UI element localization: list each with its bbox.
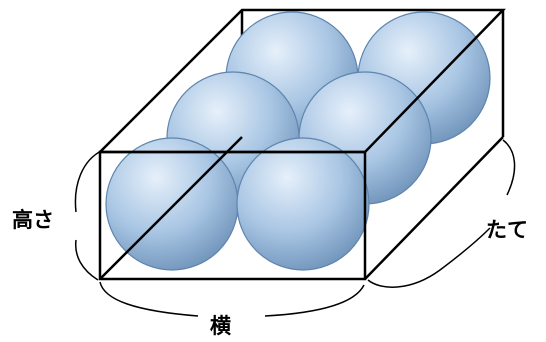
spheres [105, 11, 491, 271]
height-bracket [74, 149, 104, 281]
box-edge-left-bottom [99, 136, 243, 280]
box-edge-right-bottom [364, 136, 504, 280]
box-edges [96, 8, 506, 281]
height-label: 高さ [12, 208, 54, 232]
sphere-front-right [236, 137, 370, 271]
depth-label: たて [486, 218, 528, 242]
dimension-brackets [74, 139, 516, 317]
depth-bracket [367, 139, 516, 288]
sphere-front-left [105, 137, 239, 271]
box-front-face [98, 150, 367, 281]
width-bracket [99, 281, 365, 317]
width-label: 横 [210, 314, 231, 338]
